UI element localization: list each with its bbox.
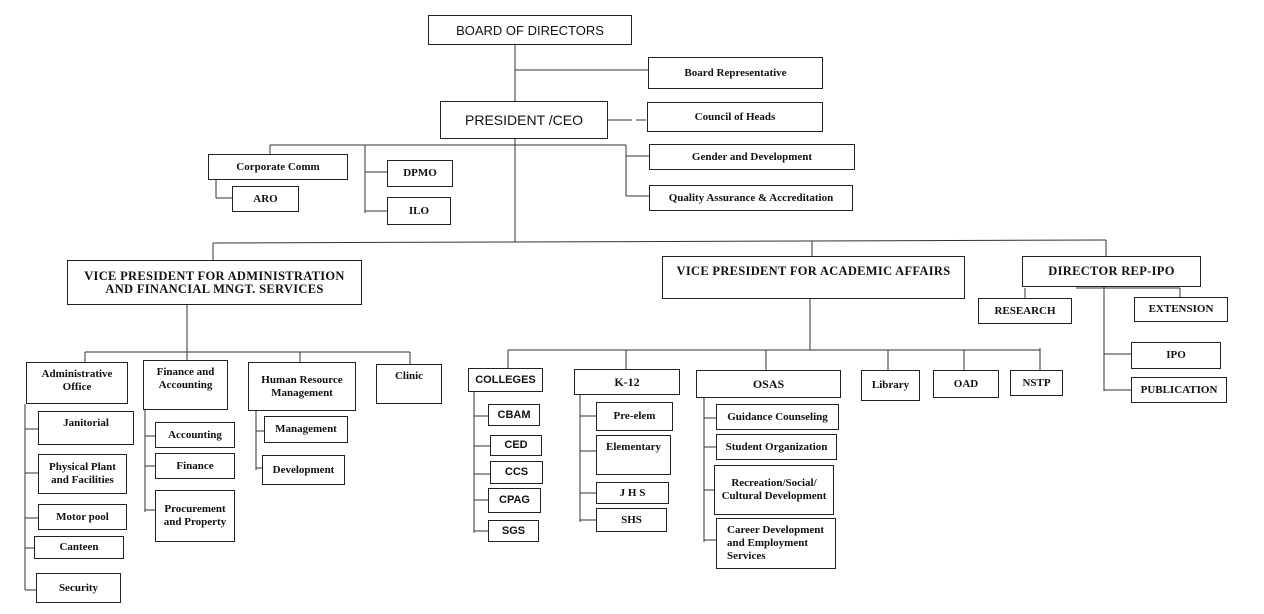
motor-pool-box: Motor pool [38, 504, 127, 530]
quality-assurance-box: Quality Assurance & Accreditation [649, 185, 853, 211]
clinic-box: Clinic [376, 364, 442, 404]
extension-box: EXTENSION [1134, 297, 1228, 322]
jhs-box: J H S [596, 482, 669, 504]
library-box: Library [861, 370, 920, 401]
physical-plant-box: Physical Plant and Facilities [38, 454, 127, 494]
shs-box: SHS [596, 508, 667, 532]
president-box: PRESIDENT /CEO [440, 101, 608, 139]
pre-elem-box: Pre-elem [596, 402, 673, 431]
student-organization-box: Student Organization [716, 434, 837, 460]
aro-box: ARO [232, 186, 299, 212]
sgs-box: SGS [488, 520, 539, 542]
security-box: Security [36, 573, 121, 603]
procurement-box: Procurement and Property [155, 490, 235, 542]
colleges-box: COLLEGES [468, 368, 543, 392]
vp-administration-box: VICE PRESIDENT FOR ADMINISTRATION AND FI… [67, 260, 362, 305]
cbam-box: CBAM [488, 404, 540, 426]
oad-box: OAD [933, 370, 999, 398]
recreation-box: Recreation/Social/ Cultural Development [714, 465, 834, 515]
ipo-box: IPO [1131, 342, 1221, 369]
osas-box: OSAS [696, 370, 841, 398]
accounting-box: Accounting [155, 422, 235, 448]
human-resource-box: Human Resource Management [248, 362, 356, 411]
development-box: Development [262, 455, 345, 485]
ced-box: CED [490, 435, 542, 456]
dpmo-box: DPMO [387, 160, 453, 187]
board-representative-box: Board Representative [648, 57, 823, 89]
administrative-office-box: Administrative Office [26, 362, 128, 404]
publication-box: PUBLICATION [1131, 377, 1227, 403]
cpag-box: CPAG [488, 488, 541, 513]
council-of-heads-box: Council of Heads [647, 102, 823, 132]
elementary-box: Elementary [596, 435, 671, 475]
research-box: RESEARCH [978, 298, 1072, 324]
finance-accounting-box: Finance and Accounting [143, 360, 228, 410]
board-of-directors-box: BOARD OF DIRECTORS [428, 15, 632, 45]
ccs-box: CCS [490, 461, 543, 484]
janitorial-box: Janitorial [38, 411, 134, 445]
canteen-box: Canteen [34, 536, 124, 559]
corporate-comm-box: Corporate Comm [208, 154, 348, 180]
guidance-counseling-box: Guidance Counseling [716, 404, 839, 430]
ilo-box: ILO [387, 197, 451, 225]
management-box: Management [264, 416, 348, 443]
nstp-box: NSTP [1010, 370, 1063, 396]
vp-academic-affairs-box: VICE PRESIDENT FOR ACADEMIC AFFAIRS [662, 256, 965, 299]
gender-development-box: Gender and Development [649, 144, 855, 170]
director-rep-ipo-box: DIRECTOR REP-IPO [1022, 256, 1201, 287]
career-development-box: Career Development and Employment Servic… [716, 518, 836, 569]
finance-box: Finance [155, 453, 235, 479]
k12-box: K-12 [574, 369, 680, 395]
